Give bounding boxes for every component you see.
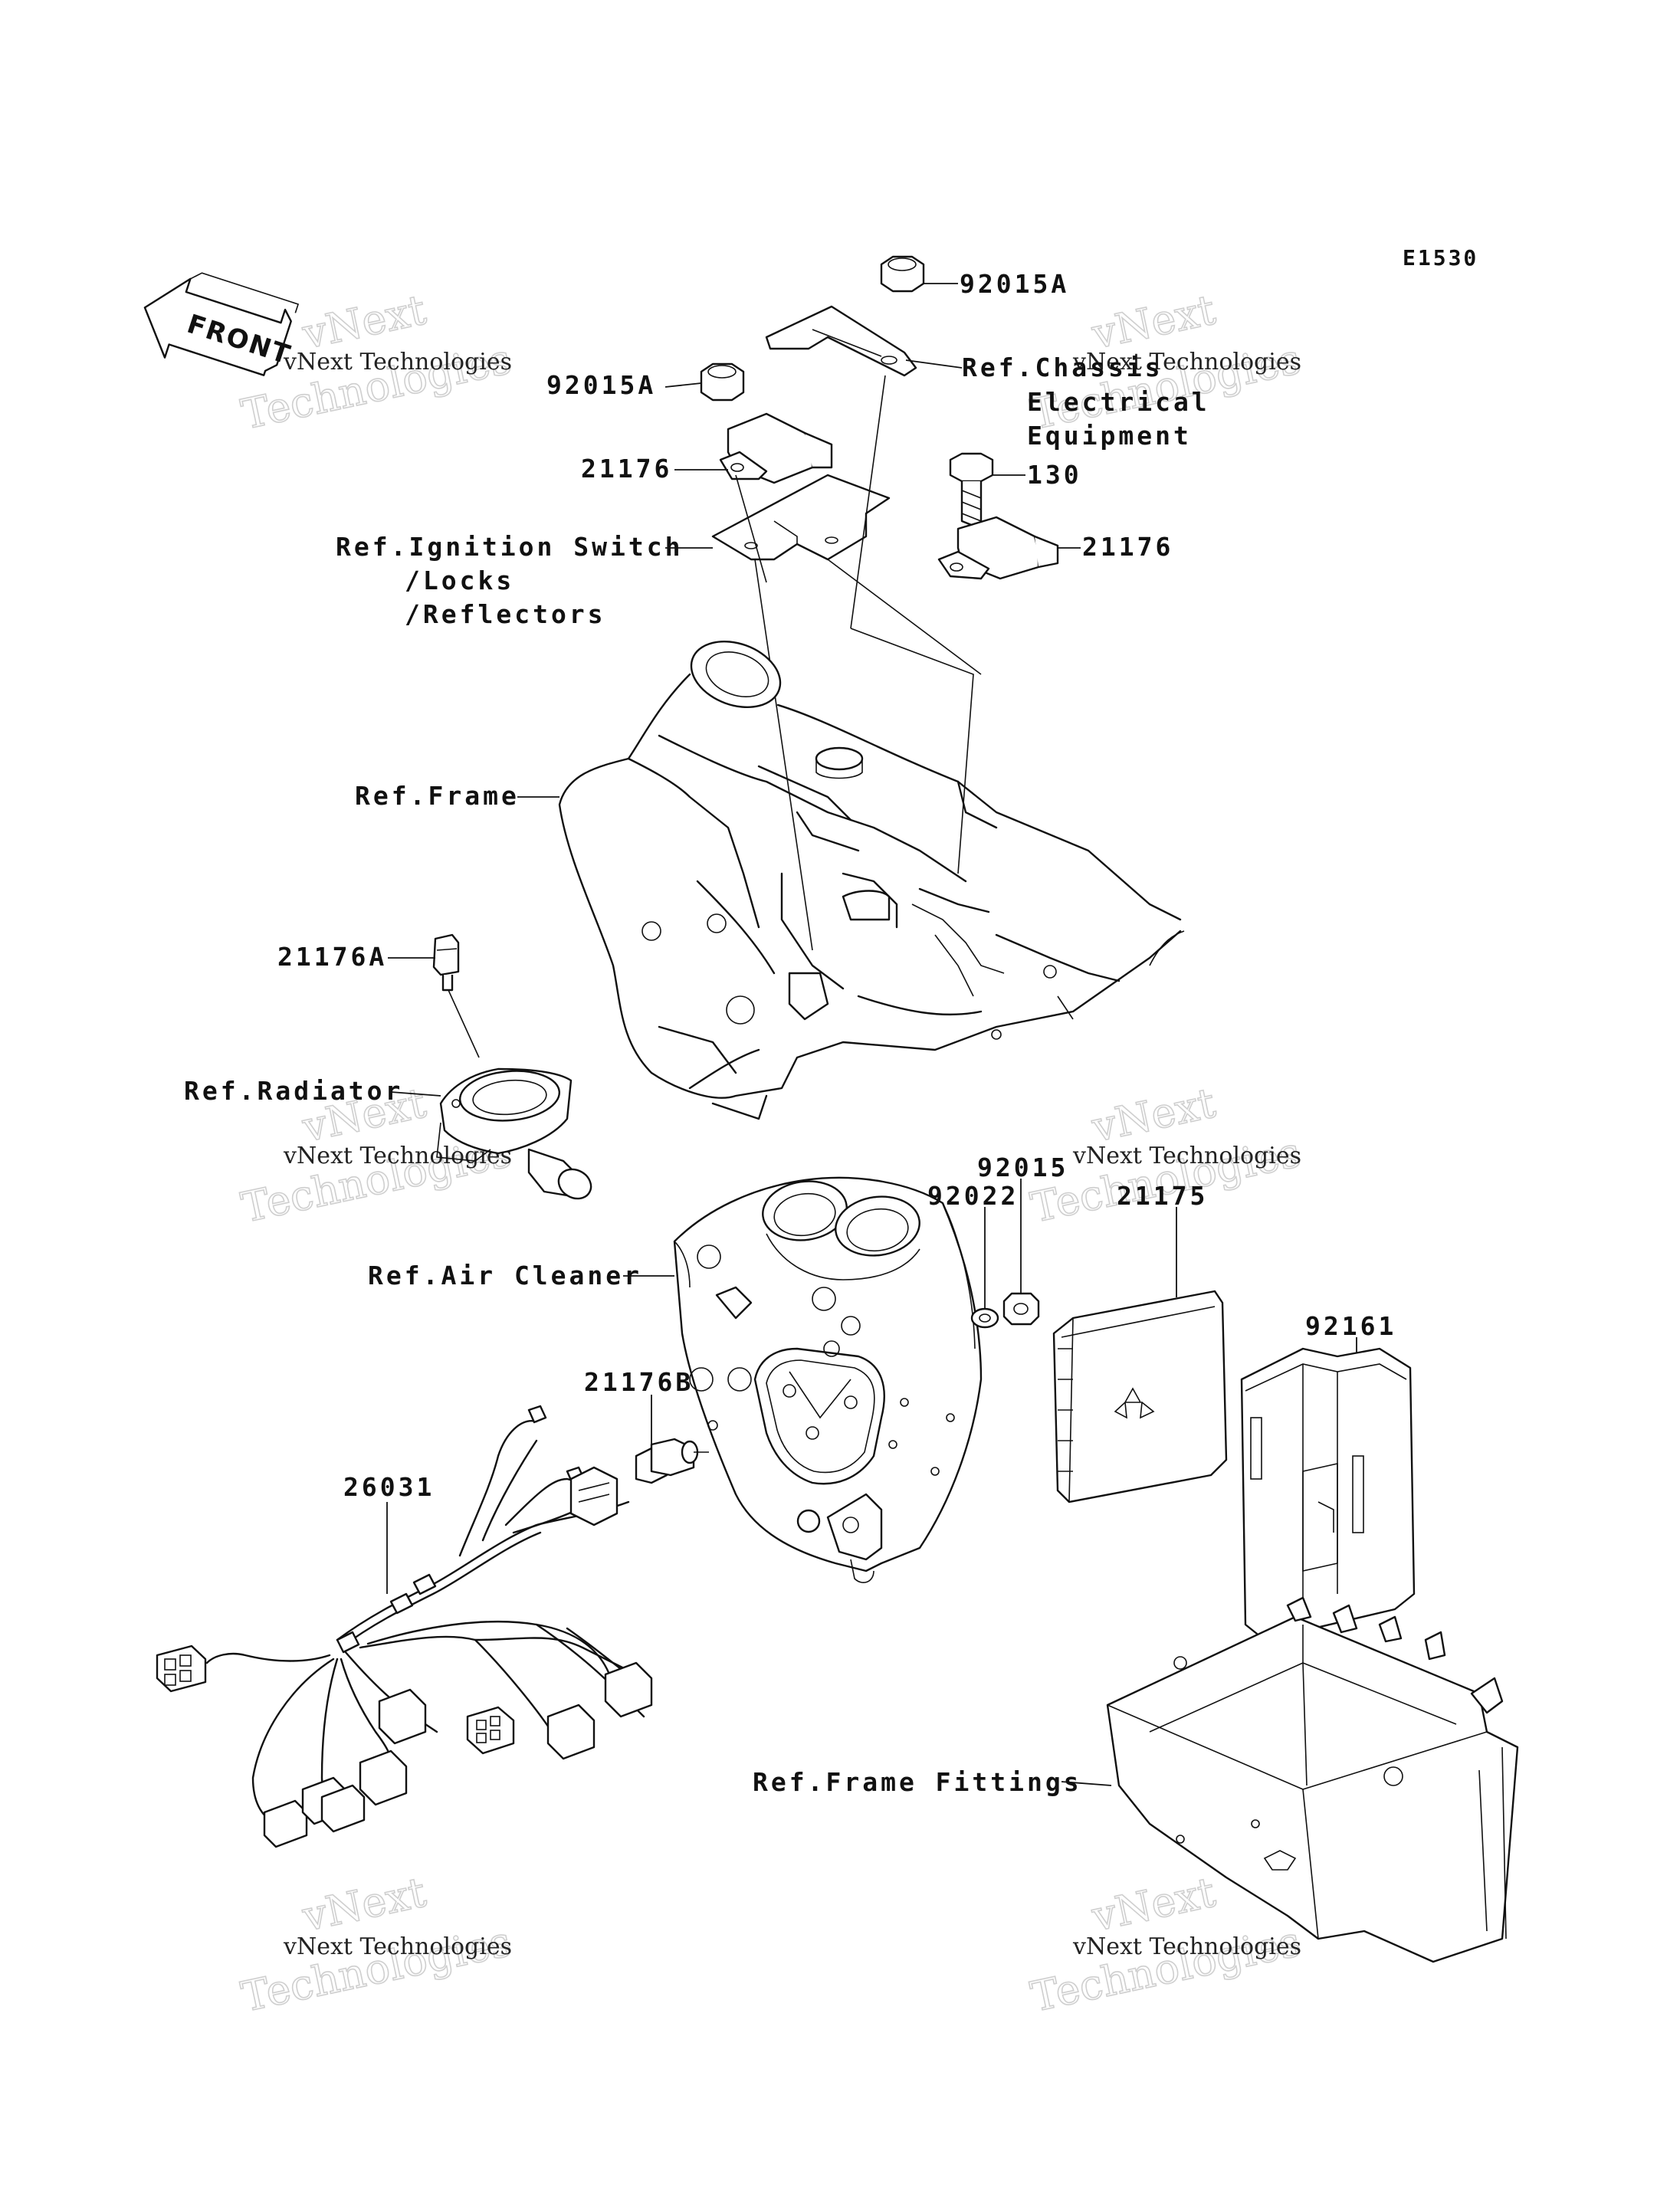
label-ref-air-cleaner: Ref.Air Cleaner bbox=[368, 1261, 642, 1290]
label-ref-frame-fittings: Ref.Frame Fittings bbox=[753, 1767, 1082, 1797]
air-cleaner bbox=[673, 1176, 983, 1583]
label-washer-92022: 92022 bbox=[927, 1181, 1019, 1211]
label-sensor-21176-left: 21176 bbox=[581, 454, 672, 484]
chassis-bracket bbox=[765, 305, 917, 377]
bolt-130 bbox=[949, 452, 994, 530]
frame-fittings-case bbox=[1106, 1596, 1519, 1963]
svg-text:vNext: vNext bbox=[298, 285, 431, 359]
label-ref-frame: Ref.Frame bbox=[355, 781, 520, 811]
ignition-bracket bbox=[711, 474, 891, 561]
label-ref-chassis-1: Ref.Chassis bbox=[962, 353, 1163, 382]
svg-text:vNext Technologies: vNext Technologies bbox=[1072, 1933, 1301, 1960]
ecu-21175 bbox=[1052, 1290, 1228, 1503]
harness-26031 bbox=[156, 1405, 653, 1848]
callout-labels: 92015A Ref.Chassis Electrical Equipment … bbox=[184, 269, 1396, 1797]
washer-92022 bbox=[970, 1307, 999, 1329]
label-nut-92015: 92015 bbox=[977, 1153, 1068, 1182]
sensor-21176b bbox=[635, 1438, 709, 1484]
sensor-21176a bbox=[432, 933, 460, 992]
label-ref-chassis-3: Equipment bbox=[1027, 421, 1192, 451]
front-arrow-icon: FRONT bbox=[143, 272, 300, 376]
label-sensor-21176a: 21176A bbox=[277, 942, 387, 972]
label-ref-ignition-2: /Locks bbox=[405, 566, 514, 595]
leader-lines bbox=[386, 283, 1357, 1786]
nut-92015a-top bbox=[880, 255, 925, 293]
assembly-lines bbox=[735, 375, 982, 951]
ecu-cover-92161 bbox=[1240, 1347, 1416, 1641]
label-ref-radiator: Ref.Radiator bbox=[184, 1076, 403, 1106]
svg-text:vNext: vNext bbox=[1088, 1078, 1220, 1152]
label-bolt-130: 130 bbox=[1027, 460, 1082, 490]
nut-92015 bbox=[1002, 1292, 1040, 1326]
label-ref-chassis-2: Electrical bbox=[1027, 387, 1210, 417]
label-harness-26031: 26031 bbox=[343, 1472, 435, 1502]
frame bbox=[558, 640, 1185, 1120]
svg-text:vNext Technologies: vNext Technologies bbox=[1072, 1143, 1301, 1169]
radiator-outlet bbox=[436, 1067, 592, 1200]
label-ecu-21175: 21175 bbox=[1117, 1181, 1208, 1211]
diagram-code: E1530 bbox=[1403, 245, 1478, 271]
label-ecu-cover-92161: 92161 bbox=[1305, 1311, 1396, 1341]
label-ref-ignition-1: Ref.Ignition Switch bbox=[336, 532, 684, 562]
svg-text:vNext Technologies: vNext Technologies bbox=[283, 1933, 512, 1960]
svg-text:vNext: vNext bbox=[1088, 1867, 1220, 1941]
svg-text:vNext Technologies: vNext Technologies bbox=[283, 349, 512, 375]
label-sensor-21176b: 21176B bbox=[584, 1367, 694, 1397]
svg-text:vNext: vNext bbox=[298, 1867, 431, 1941]
svg-text:vNext Technologies: vNext Technologies bbox=[1072, 349, 1301, 375]
sensor-21176-right bbox=[937, 516, 1059, 580]
sensor-21176-left bbox=[719, 412, 833, 484]
label-nut-92015a-top: 92015A bbox=[960, 269, 1069, 299]
svg-text:vNext: vNext bbox=[1088, 285, 1220, 359]
label-sensor-21176-right: 21176 bbox=[1082, 532, 1173, 562]
label-nut-92015a-left: 92015A bbox=[546, 370, 656, 400]
nut-92015a-left bbox=[700, 362, 745, 402]
watermark-bottom-left: vNext Technologies vNext Technologies bbox=[237, 1867, 516, 2022]
label-ref-ignition-3: /Reflectors bbox=[405, 599, 606, 629]
radiator-assembly-line bbox=[448, 989, 480, 1058]
